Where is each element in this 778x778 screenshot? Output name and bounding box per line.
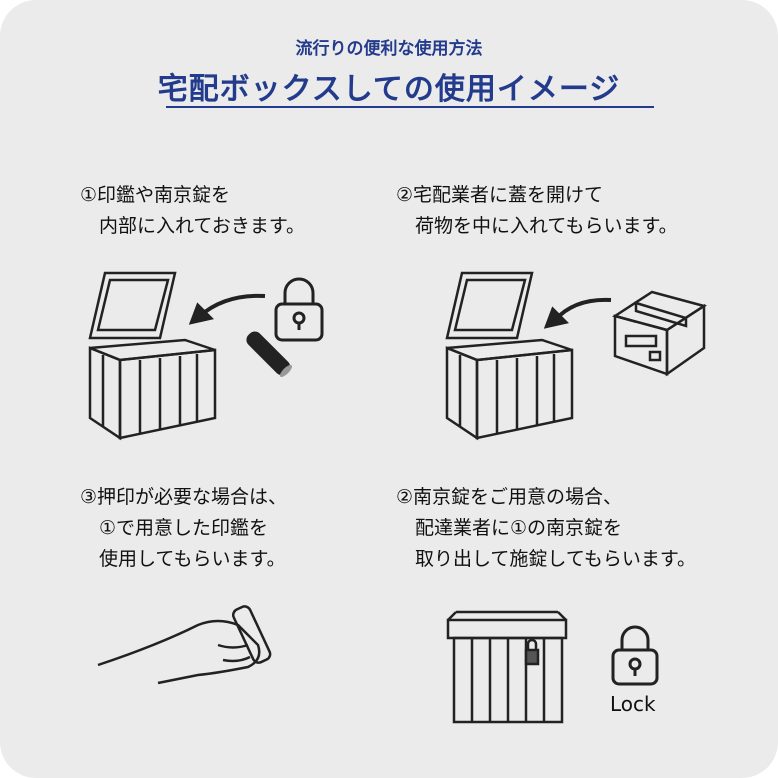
lock-label: Lock [610, 692, 656, 716]
title-underline [166, 106, 654, 108]
step-2-line-1: ②宅配業者に蓋を開けて [396, 184, 604, 206]
closed-box-icon [446, 610, 568, 724]
step-4-line-2: 配達業者に①の南京錠を [396, 517, 623, 539]
package-icon [611, 290, 708, 377]
step-4-line-3: 取り出して施錠してもらいます。 [396, 548, 697, 570]
step-3-line-1: ③押印が必要な場合は、 [80, 486, 288, 508]
open-box-icon [445, 271, 574, 441]
padlock-icon [274, 277, 324, 342]
arrow-left-icon [543, 297, 612, 329]
hand-holding-seal-icon [97, 605, 272, 685]
seal-stamp-icon [246, 331, 293, 378]
step-2-line-2: 荷物を中に入れてもらいます。 [396, 215, 678, 237]
step-1-text: ①印鑑や南京錠を 内部に入れておきます。 [80, 180, 305, 242]
step-2-text: ②宅配業者に蓋を開けて 荷物を中に入れてもらいます。 [396, 180, 678, 242]
step-4-line-1: ②南京錠をご用意の場合、 [396, 486, 623, 508]
page-title: 宅配ボックスしての使用イメージ [157, 72, 621, 107]
step-4-text: ②南京錠をご用意の場合、 配達業者に①の南京錠を 取り出して施錠してもらいます。 [396, 482, 696, 575]
step-3-line-2: ①で用意した印鑑を [80, 517, 269, 539]
step-1-line-2: 内部に入れておきます。 [80, 215, 305, 237]
arrow-left-icon [188, 293, 266, 325]
step-3-text: ③押印が必要な場合は、 ①で用意した印鑑を 使用してもらいます。 [80, 482, 287, 575]
step-1-line-1: ①印鑑や南京錠を [80, 184, 231, 206]
subtitle: 流行りの便利な使用方法 [295, 39, 483, 59]
open-box-icon [88, 271, 217, 441]
step-3-line-3: 使用してもらいます。 [80, 548, 286, 570]
padlock-icon [611, 625, 659, 686]
